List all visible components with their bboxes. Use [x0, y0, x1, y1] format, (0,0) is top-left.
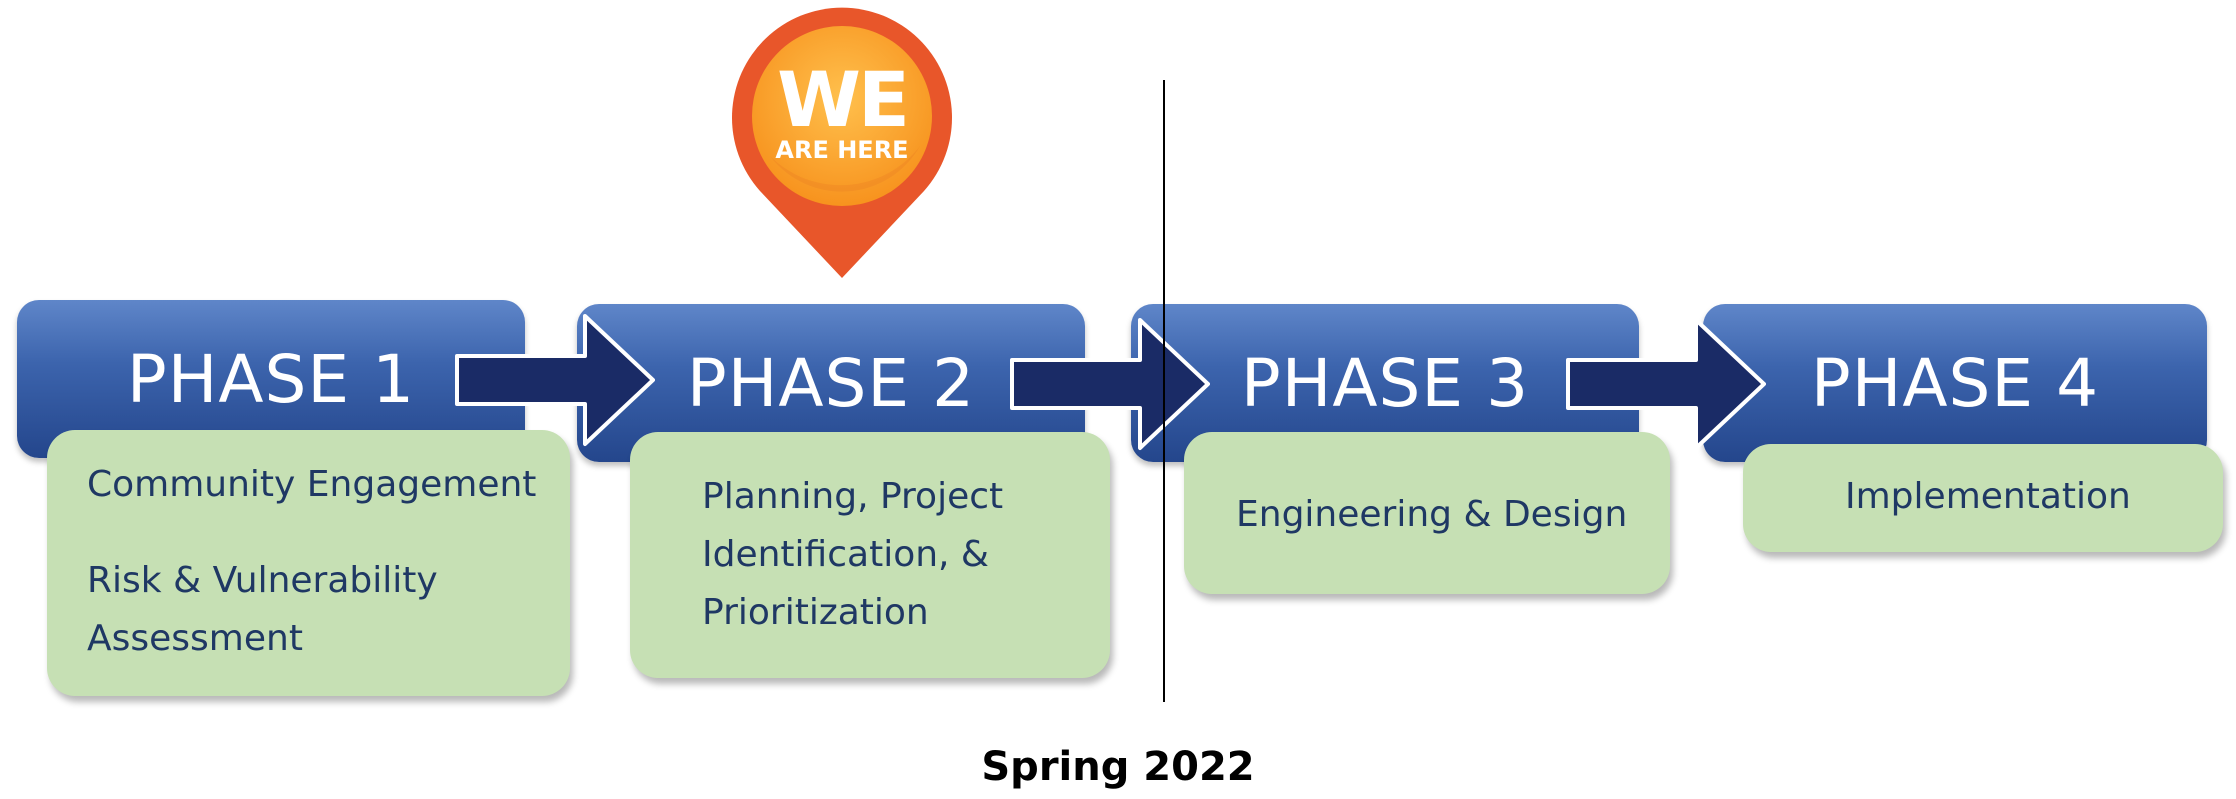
phase-2-item-1: Planning, Project: [702, 476, 1004, 517]
phase-3-title: PHASE 3: [1240, 344, 1530, 422]
phase-2-item-2: Identification, &: [702, 534, 989, 575]
phase-2-body: Planning, Project Identification, & Prio…: [630, 432, 1110, 678]
marker-line-1: WE: [777, 55, 907, 144]
phase-2-item-3: Prioritization: [702, 592, 929, 633]
arrow-3-to-4-icon: [1566, 318, 1766, 450]
marker-line-2: ARE HERE: [775, 136, 908, 164]
arrow-1-to-2-icon: [455, 314, 655, 446]
phase-2-title: PHASE 2: [686, 344, 976, 422]
phase-4-item-1: Implementation: [1845, 476, 2131, 517]
arrow-2-to-3-icon: [1010, 318, 1210, 450]
phase-1-item-3: Assessment: [87, 618, 303, 659]
phase-3-body: Engineering & Design: [1184, 432, 1670, 594]
we-are-here-pin-icon: WE ARE HERE: [732, 7, 952, 278]
phase-4-body: Implementation: [1743, 444, 2223, 552]
current-time-divider: [1163, 80, 1165, 702]
phase-4-header: PHASE 4: [1703, 304, 2207, 462]
phase-1-body: Community Engagement Risk & Vulnerabilit…: [47, 430, 570, 696]
timeline-caption: Spring 2022: [981, 744, 1255, 790]
phase-1-title: PHASE 1: [126, 340, 416, 418]
phase-3-item-1: Engineering & Design: [1236, 494, 1628, 535]
phase-1-item-1: Community Engagement: [87, 464, 537, 505]
phase-1-item-2: Risk & Vulnerability: [87, 560, 438, 601]
phase-4-title: PHASE 4: [1810, 344, 2100, 422]
